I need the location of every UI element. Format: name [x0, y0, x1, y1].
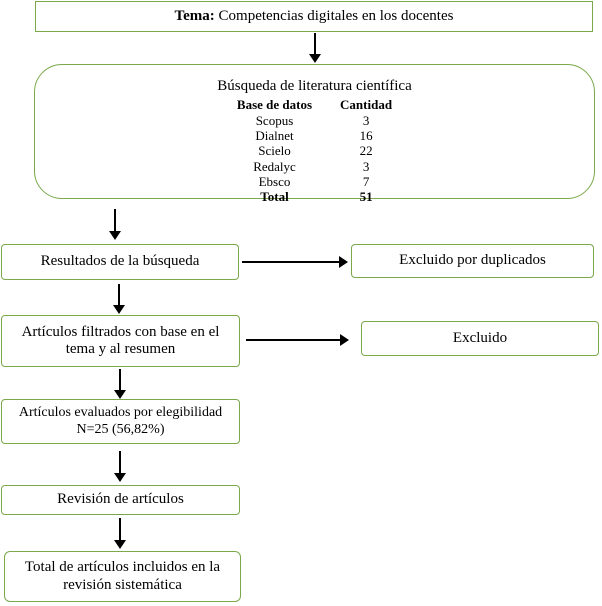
row-db: Redalyc: [253, 158, 296, 174]
arrow-evaluados-to-revision: [114, 451, 126, 482]
row-db: Scopus: [255, 112, 294, 128]
revision-box: Revisión de artículos: [1, 485, 240, 515]
table-total-row: Total 51: [223, 189, 406, 204]
table-row: Redalyc 3: [223, 159, 406, 174]
tema-label: Tema:: [174, 7, 215, 24]
header-cantidad: Cantidad: [340, 97, 393, 113]
tema-text: Competencias digitales en los docentes: [218, 7, 454, 24]
arrow-busqueda-to-resultados: [109, 209, 121, 240]
row-count: 16: [359, 127, 373, 143]
row-count: 22: [359, 143, 373, 159]
filtrados-text: Artículos filtrados con base en el tema …: [21, 323, 220, 357]
evaluados-box: Artículos evaluados por elegibilidad N=2…: [1, 399, 240, 444]
row-db: Ebsco: [258, 173, 291, 189]
evaluados-line1: Artículos evaluados por elegibilidad: [18, 405, 223, 421]
table-row: Ebsco 7: [223, 174, 406, 189]
table-row: Dialnet 16: [223, 128, 406, 143]
busqueda-box: Búsqueda de literatura científica Base d…: [34, 64, 595, 204]
evaluados-line2: N=25 (56,82%): [76, 421, 165, 437]
revision-text: Revisión de artículos: [57, 491, 184, 508]
row-db: Dialnet: [255, 127, 294, 143]
arrow-filtrados-to-evaluados: [114, 369, 126, 399]
incluidos-box: Total de artículos incluidos en la revis…: [4, 551, 241, 602]
arrow-tema-to-busqueda: [309, 33, 321, 63]
arrow-filtrados-to-excluido: [246, 334, 349, 346]
database-table: Base de datos Cantidad Scopus 3 Dialnet …: [223, 97, 406, 204]
total-label: Total: [260, 189, 289, 205]
arrow-resultados-to-excluido-duplicados: [242, 256, 348, 268]
total-count: 51: [359, 189, 373, 205]
arrow-revision-to-incluidos: [114, 518, 126, 549]
busqueda-title: Búsqueda de literatura científica: [217, 78, 412, 94]
row-count: 7: [362, 173, 370, 189]
excluido-duplicados-text: Excluido por duplicados: [399, 252, 546, 269]
resultados-text: Resultados de la búsqueda: [40, 253, 200, 270]
tema-box: Tema: Competencias digitales en los doce…: [35, 1, 593, 32]
resultados-box: Resultados de la búsqueda: [1, 244, 239, 280]
row-db: Scielo: [258, 143, 291, 159]
table-row: Scopus 3: [223, 113, 406, 128]
arrow-resultados-to-filtrados: [113, 284, 125, 314]
row-count: 3: [362, 158, 370, 174]
excluido-box: Excluido: [361, 321, 599, 356]
incluidos-text: Total de artículos incluidos en la revis…: [24, 559, 221, 593]
header-base-de-datos: Base de datos: [236, 97, 313, 113]
filtrados-box: Artículos filtrados con base en el tema …: [1, 315, 240, 367]
excluido-text: Excluido: [452, 329, 508, 346]
excluido-duplicados-box: Excluido por duplicados: [351, 244, 594, 278]
table-row: Scielo 22: [223, 143, 406, 158]
row-count: 3: [362, 112, 370, 128]
